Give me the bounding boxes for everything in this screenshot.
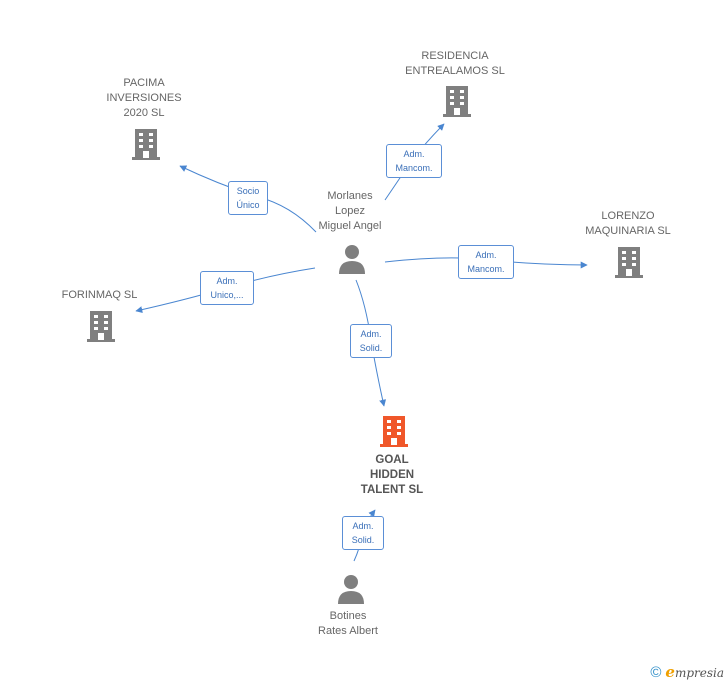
edge-badge-botines-to-goal[interactable]: Adm. Solid. [342, 516, 384, 550]
building-icon[interactable] [442, 84, 472, 118]
brand-initial: e [665, 663, 675, 681]
brand-logo[interactable]: empresia [665, 663, 724, 681]
node-pacima-label: PACIMA INVERSIONES 2020 SL [106, 77, 182, 119]
copyright-icon: © [650, 663, 662, 681]
edge-badge-to-residencia[interactable]: Adm. Mancom. [386, 144, 442, 178]
building-icon[interactable] [614, 245, 644, 279]
node-botines-label: Botines Rates Albert [318, 610, 378, 637]
person-icon[interactable] [337, 243, 367, 275]
edge-badge-morlanes-to-goal[interactable]: Adm. Solid. [350, 324, 392, 358]
edge-badge-to-pacima[interactable]: Socio Único [228, 181, 268, 215]
building-icon[interactable] [86, 309, 116, 343]
edge-badge-to-lorenzo[interactable]: Adm. Mancom. [458, 245, 514, 279]
person-icon[interactable] [336, 573, 366, 605]
node-goal-label: GOAL HIDDEN TALENT SL [360, 454, 424, 496]
node-lorenzo-label: LORENZO MAQUINARIA SL [585, 210, 671, 237]
node-morlanes-label: Morlanes Lopez Miguel Angel [318, 190, 382, 232]
focus-building-icon[interactable] [379, 414, 409, 448]
brand-footer: © empresia [650, 663, 724, 681]
building-icon[interactable] [131, 127, 161, 161]
node-residencia-label: RESIDENCIA ENTREALAMOS SL [405, 50, 505, 77]
edge-badge-to-forinmaq[interactable]: Adm. Unico,... [200, 271, 254, 305]
node-forinmaq-label: FORINMAQ SL [61, 289, 138, 301]
brand-name: mpresia [674, 666, 724, 680]
